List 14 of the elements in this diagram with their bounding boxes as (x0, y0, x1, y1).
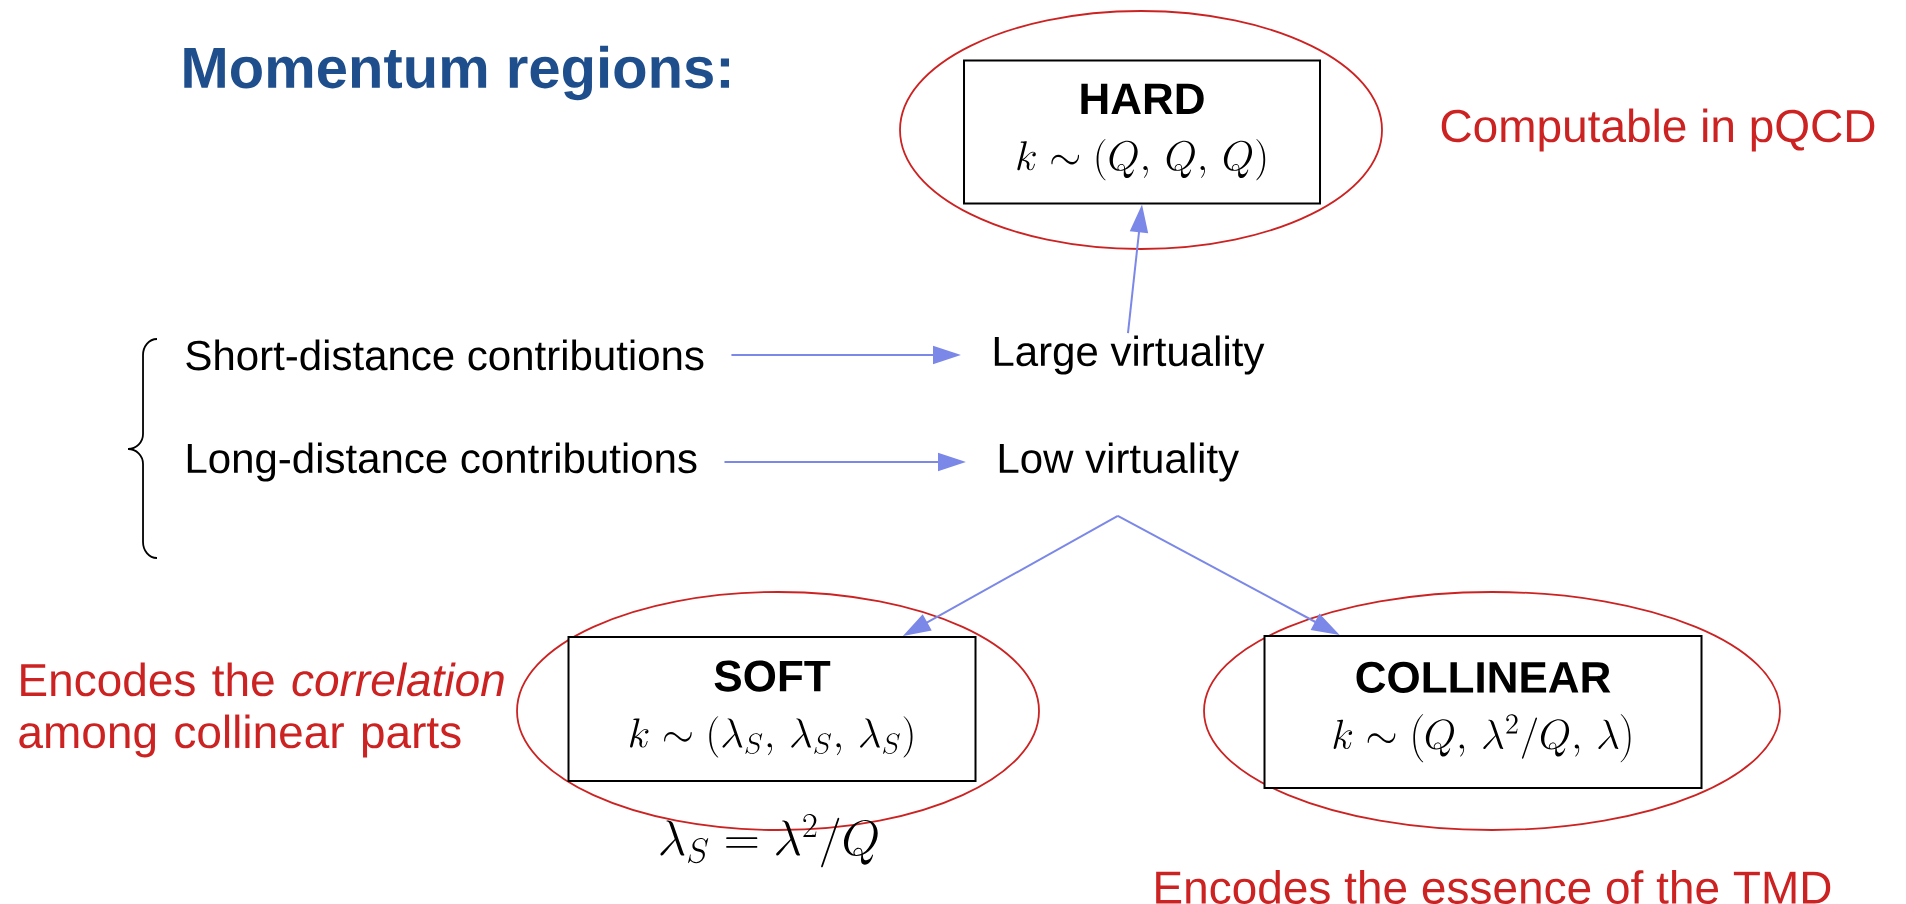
annotation: Encodes the essence of the TMD (1156, 870, 1831, 904)
text-label: Short-distance contributions (186, 339, 704, 371)
region-box: HARD $k \sim (Q,\, Q,\, Q)$ (963, 59, 1321, 205)
region-box: COLLINEAR $k \sim \left(Q,\, \lambda^2/Q,\, \lambda\right)$ (1263, 635, 1703, 789)
annotation: Encodes the correlation among collinear parts (19, 662, 504, 758)
formula: $\lambda_S = \lambda^2/Q$ (660, 814, 878, 868)
annotation: Computable in pQCD (1441, 108, 1875, 152)
text-label: Large virtuality (994, 335, 1265, 375)
text-label: Low virtuality (999, 442, 1239, 482)
region-ellipse (899, 10, 1383, 250)
text-label: Long-distance contributions (187, 442, 697, 482)
region-box: SOFT $k \sim (\lambda_S,\, \lambda_S,\, \lambda_S)$ (567, 636, 977, 782)
title: Momentum regions: (184, 45, 729, 101)
region-ellipse (1203, 591, 1781, 831)
